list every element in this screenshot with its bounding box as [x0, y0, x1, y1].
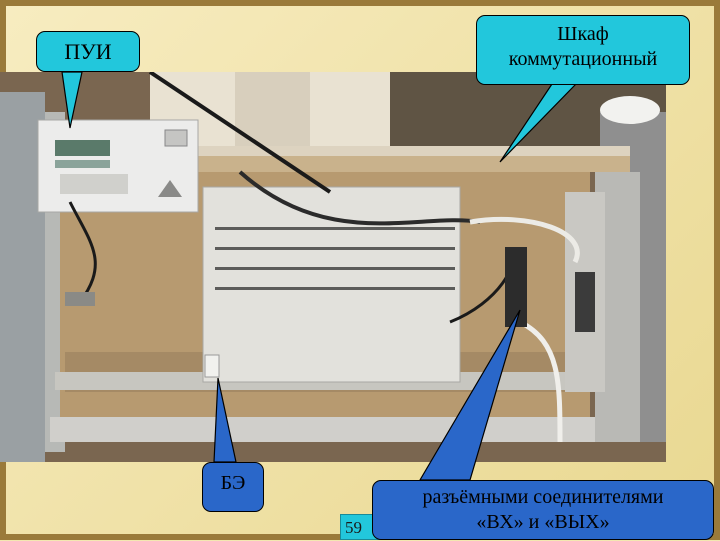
- callout-connectors-line1: разъёмными соединителями: [422, 486, 664, 508]
- callout-cabinet-line1: Шкаф: [557, 23, 609, 45]
- cabinet-illustration: [0, 72, 666, 462]
- callout-connectors: разъёмными соединителями «ВХ» и «ВЫХ»: [372, 480, 714, 540]
- callout-cabinet: Шкаф коммутационный: [476, 15, 690, 85]
- callout-be-text: БЭ: [220, 472, 246, 494]
- callout-pui-text: ПУИ: [64, 39, 112, 64]
- callout-connectors-line2: «ВХ» и «ВЫХ»: [476, 511, 610, 533]
- callout-be: БЭ: [202, 462, 264, 512]
- callout-cabinet-line2: коммутационный: [508, 48, 658, 70]
- equipment-photo: [0, 72, 666, 462]
- callout-pui: ПУИ: [36, 31, 140, 72]
